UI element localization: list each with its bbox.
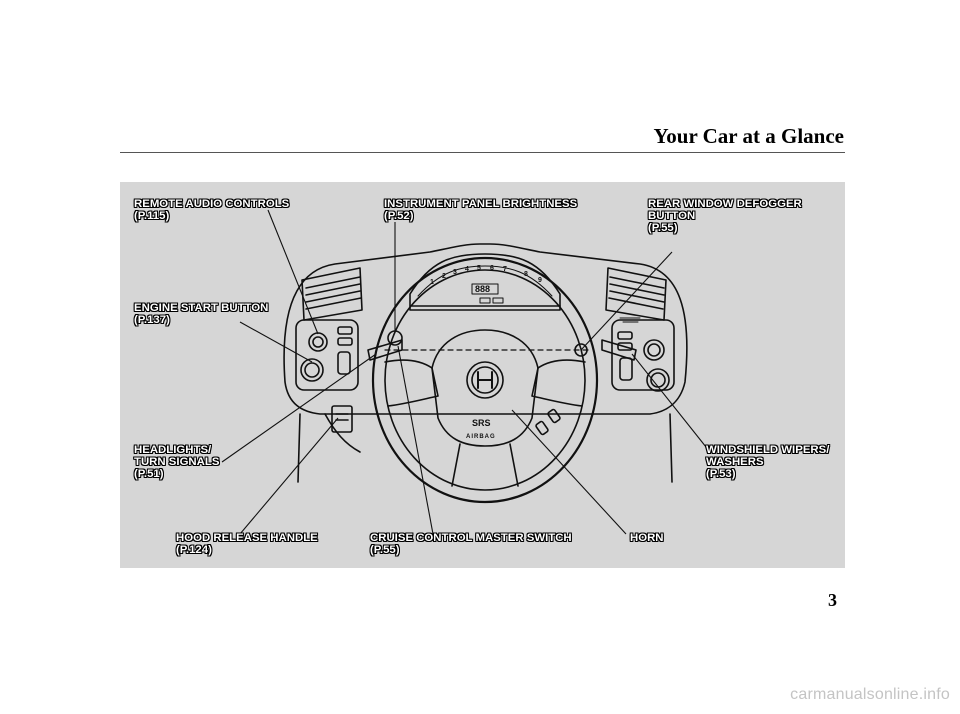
callout-page: (P.55) (370, 544, 400, 556)
steering-wheel (371, 256, 599, 504)
callout-headlights-turn-signals: HEADLIGHTS/ TURN SIGNALS (P.51) (134, 444, 219, 480)
callout-name: HORN (630, 532, 664, 544)
gauge-number: 7 (503, 266, 507, 273)
leader-rear-defogger (580, 251, 673, 351)
left-air-vent (301, 267, 363, 321)
gauge-number: 6 (490, 265, 494, 272)
callout-windshield-wipers: WINDSHIELD WIPERS/ WASHERS (P.53) (706, 444, 829, 480)
callout-name: ENGINE START BUTTON (134, 302, 269, 314)
leader-engine-start (239, 321, 313, 363)
callout-name: CRUISE CONTROL MASTER SWITCH (370, 532, 572, 544)
callout-page: (P.53) (706, 468, 736, 480)
right-air-vent (605, 267, 667, 321)
title-divider (120, 152, 845, 153)
callout-name-line1: HEADLIGHTS/ (134, 444, 212, 456)
hood-release-handle-shape (331, 405, 353, 433)
srs-label: SRS (472, 418, 491, 428)
dashboard-illustration-panel: 1 2 3 4 5 6 7 8 9 888 SRS AIRBAG REM (120, 182, 845, 568)
leader-remote-audio (267, 209, 319, 335)
callout-name: REMOTE AUDIO CONTROLS (134, 198, 290, 210)
callout-cruise-control-master-switch: CRUISE CONTROL MASTER SWITCH (P.55) (370, 532, 572, 556)
leader-hood-release (239, 417, 339, 535)
callout-remote-audio-controls: REMOTE AUDIO CONTROLS (P.115) (134, 198, 289, 222)
callout-instrument-panel-brightness: INSTRUMENT PANEL BRIGHTNESS (P.52) (384, 198, 577, 222)
callout-name-line2: BUTTON (648, 210, 696, 222)
callout-name-line2: TURN SIGNALS (134, 456, 220, 468)
gauge-number: 1 (430, 279, 434, 286)
right-switch-cluster (611, 317, 675, 392)
leader-wipers (631, 353, 711, 453)
wiper-stalk (601, 339, 637, 361)
callout-name: HOOD RELEASE HANDLE (176, 532, 318, 544)
callout-name-line2: WASHERS (706, 456, 764, 468)
lower-console (297, 413, 673, 483)
gauge-number: 8 (524, 271, 528, 278)
callout-page: (P.137) (134, 314, 170, 326)
left-switch-cluster (295, 319, 359, 391)
callout-rear-window-defogger: REAR WINDOW DEFOGGER BUTTON (P.55) (648, 198, 802, 234)
callout-page: (P.52) (384, 210, 414, 222)
dashboard-illustration: 1 2 3 4 5 6 7 8 9 888 SRS AIRBAG (221, 209, 711, 535)
callout-leaders (221, 209, 711, 535)
callout-engine-start-button: ENGINE START BUTTON (P.137) (134, 302, 268, 326)
airbag-hub (431, 329, 539, 447)
wheel-spoke-left (384, 359, 439, 407)
page-title: Your Car at a Glance (653, 124, 844, 148)
engine-start-button-shape (300, 358, 324, 382)
leader-headlights (221, 353, 377, 463)
wheel-spoke-bottom (451, 443, 519, 487)
wheel-spoke-right (531, 359, 586, 407)
callout-hood-release-handle: HOOD RELEASE HANDLE (P.124) (176, 532, 318, 556)
site-watermark[interactable]: carmanualsonline.info (790, 686, 950, 703)
instrument-cluster (409, 253, 561, 311)
gauge-number: 9 (538, 277, 542, 284)
callout-page: (P.55) (648, 222, 678, 234)
gauge-number: 2 (442, 273, 446, 280)
page-number: 3 (828, 590, 837, 610)
dashboard-outline (283, 243, 688, 415)
callout-horn: HORN (630, 532, 664, 544)
airbag-label: AIRBAG (466, 434, 496, 440)
callout-page: (P.115) (134, 210, 170, 222)
gauge-number: 5 (477, 265, 481, 272)
gauge-number: 4 (465, 266, 469, 273)
remote-audio-knob (308, 332, 328, 352)
callout-name: INSTRUMENT PANEL BRIGHTNESS (384, 198, 578, 210)
honda-emblem (466, 361, 504, 399)
callout-name-line1: WINDSHIELD WIPERS/ (706, 444, 830, 456)
digital-readout: 888 (475, 284, 490, 294)
callout-page: (P.51) (134, 468, 164, 480)
gauge-number: 3 (453, 269, 457, 276)
leader-horn (511, 409, 627, 535)
leader-cruise (397, 345, 434, 535)
callout-name-line1: REAR WINDOW DEFOGGER (648, 198, 802, 210)
callout-page: (P.124) (176, 544, 212, 556)
